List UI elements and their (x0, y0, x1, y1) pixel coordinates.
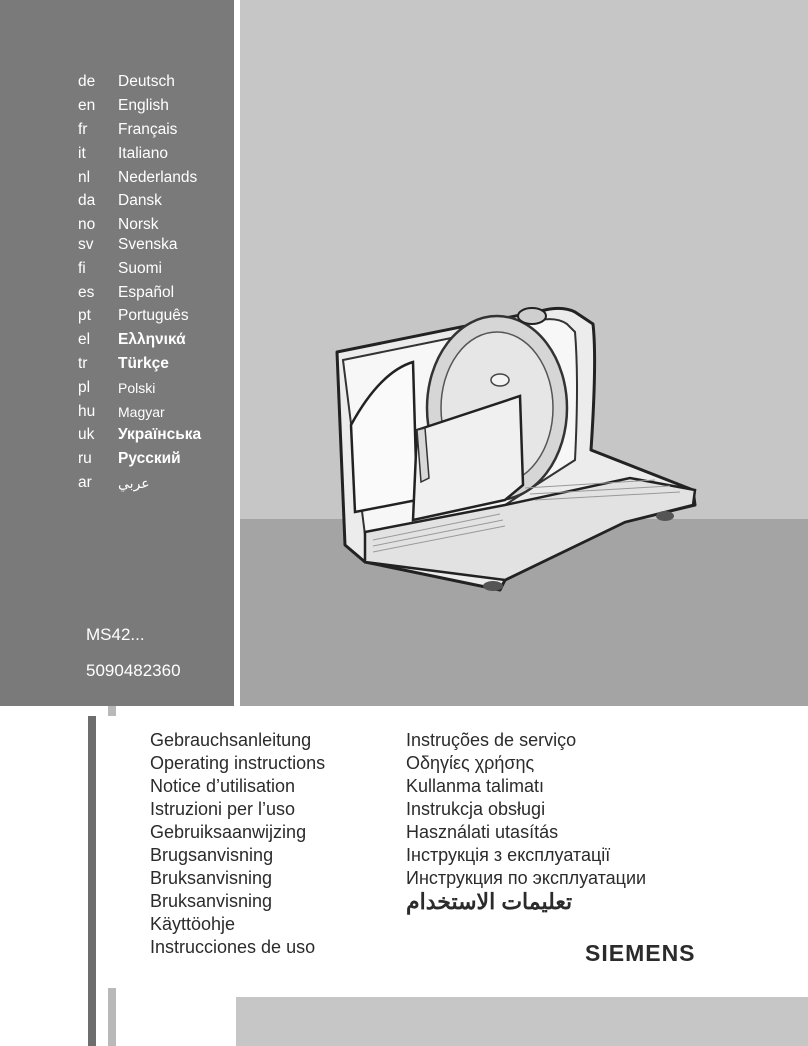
instruction-title: تعليمات الاستخدام (406, 889, 573, 914)
language-item: pt Português (78, 305, 238, 327)
language-code: ar (78, 474, 92, 491)
language-code: en (78, 97, 96, 114)
instruction-title: Інструкція з експлуатації (406, 845, 611, 865)
language-item: it Italiano (78, 143, 238, 165)
language-code: pl (78, 379, 91, 396)
language-code: da (78, 192, 96, 209)
language-item: fi Suomi (78, 258, 238, 280)
language-name: Magyar (118, 404, 165, 420)
brand-logo: SIEMENS (585, 940, 696, 966)
language-name: Svenska (118, 236, 178, 253)
instruction-title: Gebrauchsanleitung (150, 730, 312, 750)
language-item: uk Українська (78, 424, 238, 446)
language-code: uk (78, 426, 95, 443)
language-item: ru Русский (78, 448, 238, 470)
language-item: ar عربي (78, 472, 238, 494)
language-name: Italiano (118, 145, 168, 162)
language-code: fi (78, 260, 86, 277)
language-name: English (118, 97, 169, 114)
language-item: no Norsk (78, 214, 238, 236)
instruction-title: Οδηγίες χρήσης (406, 753, 535, 773)
instructions-column-left: Gebrauchsanleitung Operating instruction… (150, 729, 325, 959)
language-item: fr Français (78, 119, 238, 141)
language-item: hu Magyar (78, 401, 238, 423)
language-item: pl Polski (78, 377, 238, 399)
language-name: Türkçe (118, 355, 169, 372)
food-slicer-illustration (335, 306, 697, 592)
language-item: sv Svenska (78, 234, 238, 256)
instruction-title: Инструкция по эксплуатации (406, 868, 647, 888)
footer-band (236, 997, 808, 1046)
language-item: es Español (78, 282, 238, 304)
model-number: MS42... (86, 625, 145, 644)
instruction-title: Használati utasítás (406, 822, 559, 842)
accent-bar (88, 716, 96, 1046)
divider (234, 0, 240, 706)
instruction-title: Instrucciones de uso (150, 937, 316, 957)
language-code: es (78, 284, 95, 301)
language-name: Français (118, 121, 178, 138)
instruction-title: Operating instructions (150, 753, 326, 773)
language-name: Norsk (118, 216, 159, 233)
language-code: nl (78, 169, 91, 186)
language-name: Українська (118, 426, 202, 443)
instruction-title: Käyttöohje (150, 914, 236, 934)
instruction-title: Instruções de serviço (406, 730, 577, 750)
instruction-title: Bruksanvisning (150, 891, 273, 911)
language-name: Português (118, 307, 189, 324)
language-code: el (78, 331, 91, 348)
language-name: Nederlands (118, 169, 198, 186)
instruction-title: Kullanma talimatı (406, 776, 545, 796)
language-name: Suomi (118, 260, 162, 277)
instructions-column-right: Instruções de serviço Οδηγίες χρήσης Kul… (406, 729, 646, 913)
instruction-title: Gebruiksaanwijzing (150, 822, 307, 842)
title-box (108, 716, 808, 988)
language-item: el Ελληνικά (78, 329, 238, 351)
language-item: tr Türkçe (78, 353, 238, 375)
language-name: Ελληνικά (118, 331, 186, 348)
language-name: Español (118, 284, 175, 301)
instruction-title: Notice d’utilisation (150, 776, 296, 796)
language-code: ru (78, 450, 92, 467)
language-item: en English (78, 95, 238, 117)
instruction-title: Istruzioni per l’uso (150, 799, 296, 819)
language-code: no (78, 216, 96, 233)
language-item: da Dansk (78, 190, 238, 212)
language-code: hu (78, 403, 96, 420)
language-item: nl Nederlands (78, 167, 238, 189)
language-code: fr (78, 121, 88, 138)
instruction-title: Instrukcja obsługi (406, 799, 546, 819)
instruction-title: Bruksanvisning (150, 868, 273, 888)
language-code: it (78, 145, 86, 162)
instruction-title: Brugsanvisning (150, 845, 274, 865)
part-number: 5090482360 (86, 661, 181, 680)
language-name: Polski (118, 380, 156, 396)
language-code: sv (78, 236, 94, 253)
language-name: Русский (118, 450, 181, 467)
language-name: Deutsch (118, 73, 175, 90)
language-code: de (78, 73, 96, 90)
language-code: pt (78, 307, 91, 324)
language-code: tr (78, 355, 88, 372)
language-name: Dansk (118, 192, 162, 209)
language-item: de Deutsch (78, 71, 238, 93)
language-name: عربي (118, 475, 150, 491)
left-panel (0, 0, 234, 706)
